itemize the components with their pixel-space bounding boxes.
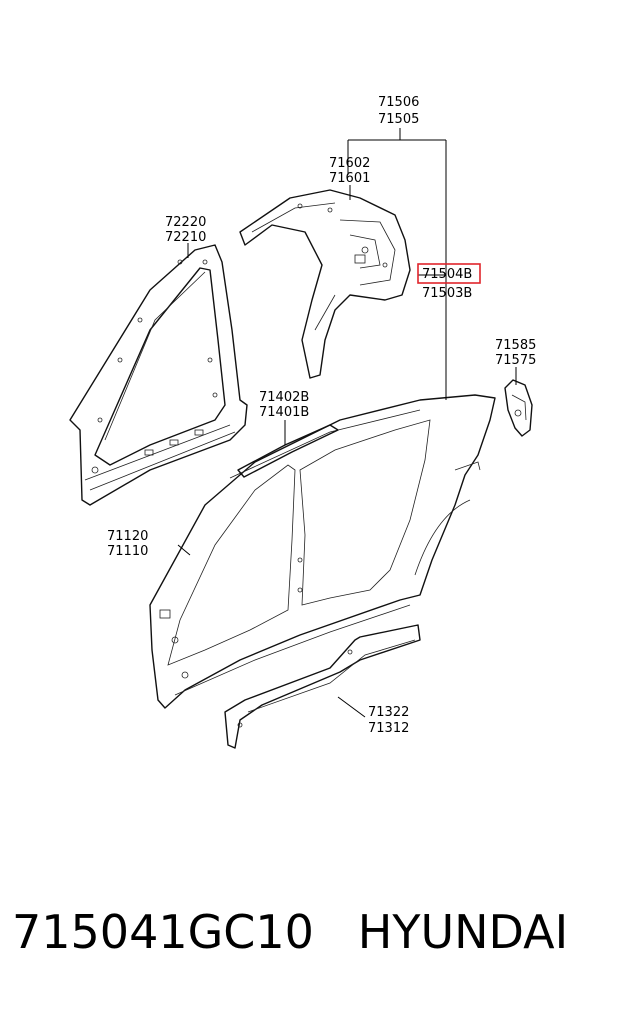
caption-part-number: 715041GC10 <box>12 905 314 959</box>
label-71110: 71110 <box>107 544 148 559</box>
leader-71120 <box>177 544 191 556</box>
label-71401B: 71401B <box>259 405 309 420</box>
label-71322: 71322 <box>368 705 409 720</box>
label-72210: 72210 <box>165 230 206 245</box>
leader-71322 <box>337 696 366 718</box>
inner-quarter-part <box>239 189 411 379</box>
caption-brand: HYUNDAI <box>357 905 569 959</box>
label-71602: 71602 <box>329 156 370 171</box>
label-72220: 72220 <box>165 215 206 230</box>
label-71506: 71506 <box>378 95 419 110</box>
label-71402B: 71402B <box>259 390 309 405</box>
highlight-box <box>417 263 481 284</box>
side-sill-part <box>224 624 421 749</box>
label-71503B: 71503B <box>422 286 472 301</box>
fuel-housing-part <box>504 379 533 437</box>
leader-lines <box>177 128 517 718</box>
caption: 715041GC10 HYUNDAI <box>12 905 612 959</box>
label-71585: 71585 <box>495 338 536 353</box>
front-pillar-part <box>69 244 248 506</box>
leader-71506 <box>347 128 447 400</box>
label-71120: 71120 <box>107 529 148 544</box>
label-71312: 71312 <box>368 721 409 736</box>
label-71505: 71505 <box>378 112 419 127</box>
label-71575: 71575 <box>495 353 536 368</box>
side-outer-panel-part <box>149 394 496 709</box>
label-71601: 71601 <box>329 171 370 186</box>
label-71504B: 71504B <box>422 267 472 282</box>
